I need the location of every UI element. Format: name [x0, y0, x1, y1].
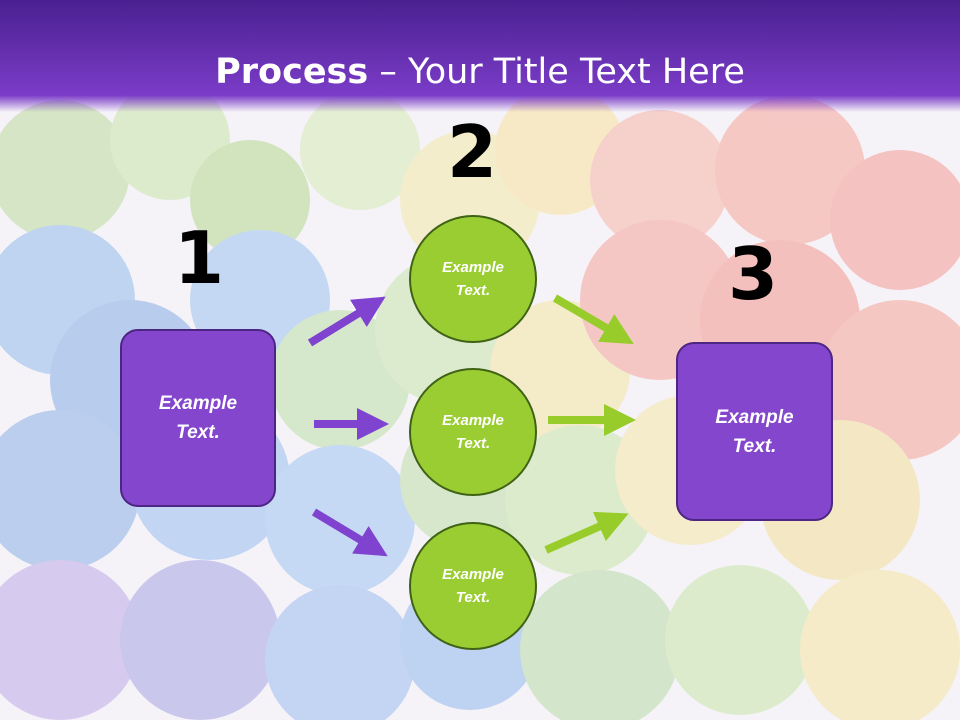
step-3-box[interactable]: Example Text.	[676, 342, 833, 521]
circle-middle-label: Example Text.	[442, 412, 504, 452]
title-rest: – Your Title Text Here	[368, 52, 745, 92]
circle-top-label: Example Text.	[442, 259, 504, 299]
step-1-box[interactable]: Example Text.	[120, 329, 276, 507]
slide-title: Process – Your Title Text Here	[0, 52, 960, 92]
title-bar	[0, 0, 960, 112]
step-2-circle-top[interactable]: Example Text.	[409, 215, 537, 343]
step-number-2: 2	[446, 110, 498, 194]
step-1-label: Example Text.	[158, 393, 238, 443]
step-number-1: 1	[173, 216, 225, 300]
step-2-circle-middle[interactable]: Example Text.	[409, 368, 537, 496]
step-number-3: 3	[727, 232, 779, 316]
title-bold: Process	[215, 52, 369, 92]
step-3-label: Example Text.	[715, 406, 794, 457]
circle-bottom-label: Example Text.	[442, 566, 504, 606]
step-2-circle-bottom[interactable]: Example Text.	[409, 522, 537, 650]
